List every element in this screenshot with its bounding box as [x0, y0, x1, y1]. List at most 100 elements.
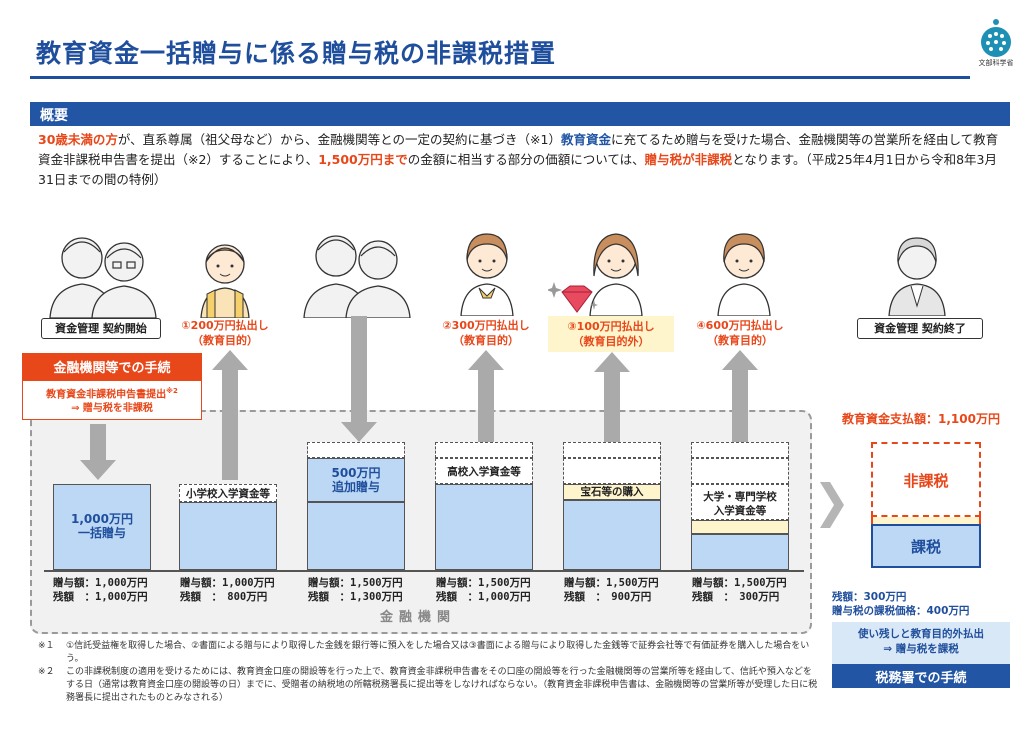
panel-baseline: [44, 570, 804, 572]
withdrawal-3-amount: ③100万円払出し: [567, 320, 655, 333]
taxable-label: 課税: [910, 538, 941, 556]
column-1-text: 1,000万円 一括贈与: [53, 512, 151, 540]
financial-procedure-line1: 教育資金非課税申告書提出: [46, 389, 167, 401]
overview-part: 30歳未満の方: [38, 132, 118, 147]
column-3-remaining-capacity: [307, 442, 405, 458]
column-5-use-label: 宝石等の購入: [580, 486, 644, 498]
taxable-box: 課税: [871, 524, 981, 568]
financial-institution-label: 金融機関: [380, 610, 457, 625]
financial-institution-panel: [30, 410, 812, 634]
column-6-amounts: 贈与額：1,500万円 残額 ： 300万円: [692, 577, 787, 603]
tax-office-line2: ⇒ 贈与税を課税: [883, 643, 959, 655]
arrow-up-icon: [722, 350, 758, 442]
gem-icon: [548, 282, 598, 313]
contract-start-label: 資金管理 契約開始: [41, 318, 161, 339]
column-4-cap-box: [435, 442, 533, 458]
column-1-balance-bar: [53, 484, 151, 570]
chevron-right-icon: [820, 482, 844, 528]
column-5-used-box: [563, 458, 661, 484]
column-1-amount-text: 1,000万円: [71, 512, 133, 526]
university-student-icon: [717, 233, 771, 316]
column-3-amount-text: 500万円: [331, 466, 381, 480]
column-2-amounts: 贈与額：1,000万円 残額 ： 800万円: [180, 577, 275, 603]
column-5-balance-bar: [563, 500, 661, 570]
financial-procedure-note: ※2: [166, 387, 178, 395]
column-5-amounts: 贈与額：1,500万円 残額 ： 900万円: [564, 577, 659, 603]
overview-part: 贈与税が非課税: [644, 152, 733, 167]
withdrawal-2-label: ②300万円払出し （教育目的）: [430, 318, 542, 348]
column-3-additional-bar: [307, 458, 405, 502]
overview-part: 教育資金: [560, 132, 611, 147]
overview-part: の金額に相当する部分の価額については、: [407, 152, 645, 167]
ministry-logo-icon: [981, 19, 1011, 57]
taxable-amount: 贈与税の課税価格：400万円: [832, 605, 970, 617]
grandparents-icon: [49, 237, 157, 318]
overview-part: となります。（平成25年4月1日から令和8年3月31日までの間の特例）: [38, 152, 997, 187]
column-6-text: 大学・専門学校 入学資金等: [691, 490, 789, 518]
footnotes: ※１ ①信託受益権を取得した場合、②書面による贈与により取得した金銭を銀行等に預…: [38, 640, 818, 705]
footnote-1-text: ①信託受益権を取得した場合、②書面による贈与により取得した金銭を銀行等に預入をし…: [66, 641, 810, 664]
overview-part: に充てるため贈与を受けた場合、金融機関等の営業所を経由して教育資金非課税申告書を…: [38, 132, 999, 167]
column-3-text: 500万円 追加贈与: [307, 466, 405, 494]
footnote-2-text: この非課税制度の適用を受けるためには、教育資金口座の開設等を行った上で、教育資金…: [66, 667, 818, 703]
overview-part: 1,500万円まで: [318, 152, 408, 167]
column-3-type-text: 追加贈与: [331, 480, 380, 494]
column-6-use-label-1: 大学・専門学校: [703, 491, 777, 503]
withdrawal-3-label: ③100万円払出し （教育目的外）: [548, 316, 674, 352]
column-2-balance-bar: [179, 502, 277, 570]
withdrawal-1-amount: ①200万円払出し: [181, 319, 269, 332]
column-3-amounts: 贈与額：1,500万円 残額 ：1,300万円: [308, 577, 403, 603]
financial-procedure-heading: 金融機関等での手続: [22, 353, 202, 380]
remaining-amount: 残額：300万円: [832, 591, 907, 603]
arrow-down-icon: [341, 316, 377, 442]
tax-office-line1: 使い残しと教育目的外払出: [858, 628, 984, 640]
column-6-balance-bar: [691, 534, 789, 570]
column-5-cap-box: [563, 442, 661, 458]
footnote-2-mark: ※２: [38, 667, 55, 677]
withdrawal-4-purpose: （教育目的）: [707, 334, 773, 347]
non-educational-strip: [871, 517, 981, 524]
grandparents-additional-icon: [303, 235, 411, 318]
column-4-use-label: 高校入学資金等: [447, 466, 521, 478]
column-6-cap-box: [691, 442, 789, 458]
child-elementary-icon: [200, 244, 250, 318]
financial-procedure-line2: ⇒ 贈与税を非課税: [71, 403, 153, 415]
column-4-balance-bar: [435, 484, 533, 570]
column-2-used-box: [179, 484, 277, 502]
overview-text: 30歳未満の方が、直系尊属（祖父母など）から、金融機関等との一定の契約に基づき（…: [38, 130, 1010, 190]
column-6-used-box-a: [691, 458, 789, 484]
title-rule: [30, 76, 970, 79]
arrow-up-icon: [594, 352, 630, 442]
column-4-used-box: [435, 458, 533, 484]
teen-student-icon: [460, 233, 514, 316]
footnote-1: ※１ ①信託受益権を取得した場合、②書面による贈与により取得した金銭を銀行等に預…: [38, 640, 818, 666]
page-title: 教育資金一括贈与に係る贈与税の非課税措置: [36, 39, 557, 68]
financial-procedure-body: 教育資金非課税申告書提出※2 ⇒ 贈与税を非課税: [22, 380, 202, 421]
arrow-up-icon: [212, 350, 248, 480]
footnote-2: ※２ この非課税制度の適用を受けるためには、教育資金口座の開設等を行った上で、教…: [38, 666, 818, 705]
young-woman-icon: [589, 233, 643, 316]
withdrawal-4-amount: ④600万円払出し: [696, 319, 784, 332]
withdrawal-3-purpose: （教育目的外）: [572, 335, 650, 348]
column-4-amounts: 贈与額：1,500万円 残額 ：1,000万円: [436, 577, 531, 603]
overview-part: が、直系尊属（祖父母など）から、金融機関等との一定の契約に基づき（※1）: [117, 132, 561, 147]
final-amounts: 残額：300万円 贈与税の課税価格：400万円: [832, 590, 969, 618]
arrow-down-icon: [80, 424, 116, 480]
withdrawal-1-label: ①200万円払出し （教育目的）: [170, 318, 280, 348]
overview-heading: 概要: [30, 102, 1010, 126]
contract-end-label: 資金管理 契約終了: [857, 318, 983, 339]
tax-office-heading: 税務署での手続: [832, 664, 1010, 688]
adult-suit-icon: [888, 237, 946, 316]
column-6-non-educational-box: [691, 520, 789, 534]
tax-office-box: 使い残しと教育目的外払出 ⇒ 贈与税を課税: [832, 622, 1010, 664]
withdrawal-2-amount: ②300万円払出し: [442, 319, 530, 332]
column-2-use-label: 小学校入学資金等: [186, 488, 270, 500]
education-paid-total: 教育資金支払額：1,100万円: [842, 412, 1000, 426]
column-3-balance-bar: [307, 502, 405, 570]
logo-label: 文部科学省: [978, 59, 1014, 67]
column-6-used-box-b: [691, 484, 789, 520]
withdrawal-4-label: ④600万円払出し （教育目的）: [684, 318, 796, 348]
financial-procedure-box: 金融機関等での手続 教育資金非課税申告書提出※2 ⇒ 贈与税を非課税: [22, 353, 202, 423]
column-5-non-educational-box: [563, 484, 661, 500]
column-1-amounts: 贈与額：1,000万円 残額 ：1,000万円: [53, 577, 148, 603]
